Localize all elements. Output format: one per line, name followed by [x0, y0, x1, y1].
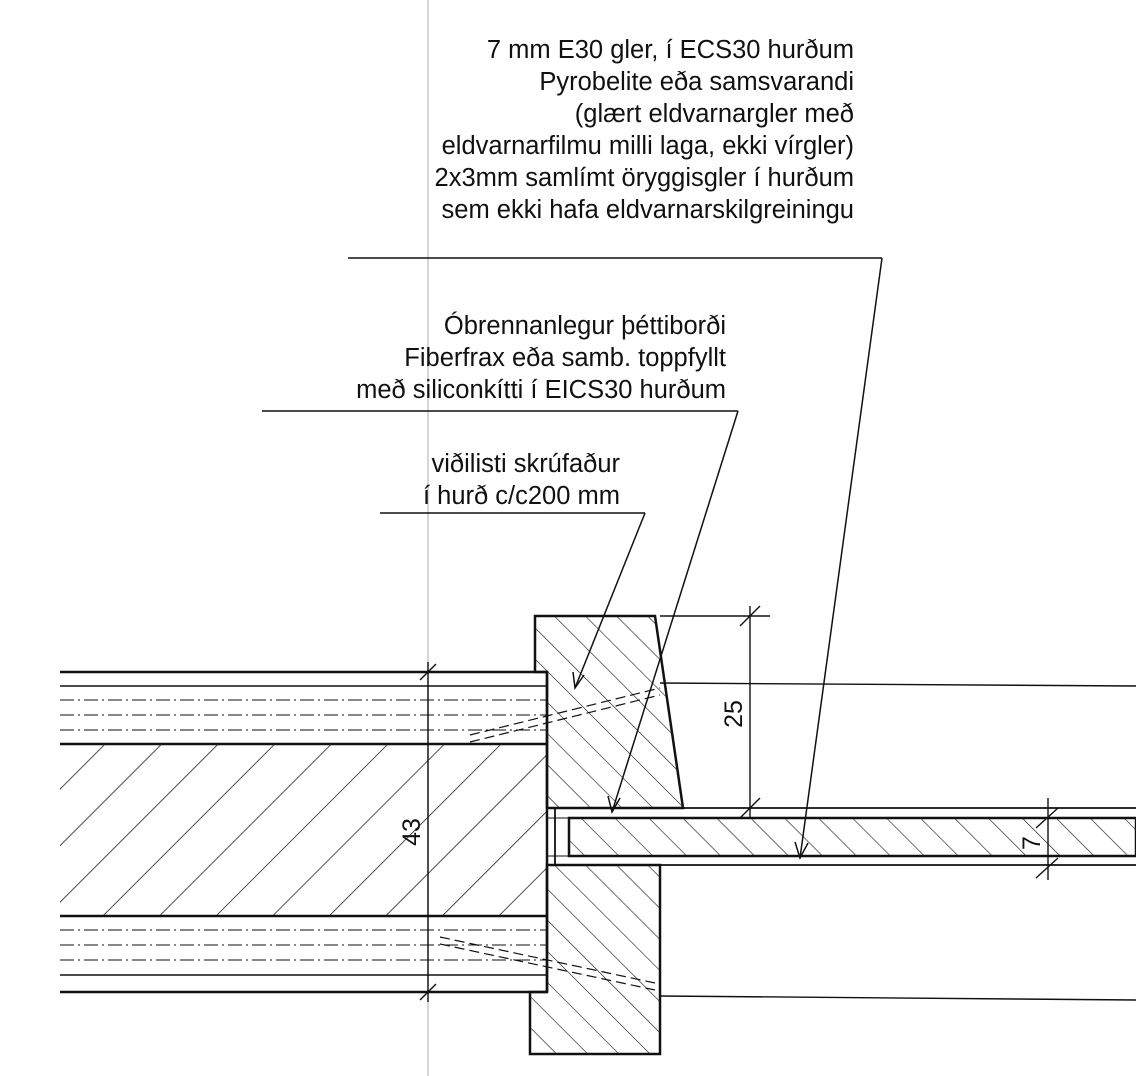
door-bottom-skin — [60, 914, 547, 994]
bead-screws — [439, 687, 661, 991]
door-top-skin — [60, 670, 547, 746]
note-glass-specification: 7 mm E30 gler, í ECS30 hurðum Pyrobelite… — [435, 34, 854, 226]
dimension-glass-thickness — [1035, 798, 1060, 880]
note-glass-line: eldvarnarfilmu milli laga, ekki vírgler) — [441, 132, 854, 160]
leader-bead — [380, 512, 646, 691]
note-bead-line: viðilisti skrúfaður — [431, 450, 620, 478]
leader-glass — [348, 257, 883, 860]
note-seal-line: Óbrennanlegur þéttiborði — [443, 312, 726, 340]
door-leaf — [60, 670, 549, 994]
note-seal-specification: Óbrennanlegur þéttiborði Fiberfrax eða s… — [356, 310, 726, 406]
note-glass-line: sem ekki hafa eldvarnarskilgreiningu — [441, 196, 854, 224]
dimension-door-thickness — [419, 662, 437, 1002]
note-seal-line: Fiberfrax eða samb. toppfyllt — [404, 344, 726, 372]
note-glass-line: (glært eldvarnargler með — [574, 100, 854, 128]
note-glass-line: Pyrobelite eða samsvarandi — [539, 68, 854, 96]
glass-pane — [567, 816, 1136, 858]
dimension-bead-overhang-label: 25 — [720, 700, 748, 728]
note-seal-line: með siliconkítti í EICS30 hurðum — [356, 376, 726, 404]
note-bead-specification: viðilisti skrúfaður í hurð c/c200 mm — [423, 448, 620, 512]
dimension-door-thickness-label: 43 — [398, 818, 426, 846]
dimension-bead-overhang — [660, 605, 770, 819]
reference-line-bottom — [659, 995, 1136, 1001]
leader-seal — [262, 410, 739, 814]
note-bead-line: í hurð c/c200 mm — [423, 482, 620, 510]
note-glass-line: 7 mm E30 gler, í ECS30 hurðum — [486, 36, 854, 64]
note-glass-line: 2x3mm samlímt öryggisgler í hurðum — [434, 164, 854, 192]
glazing-bead-bottom — [528, 863, 662, 1056]
reference-line-top — [659, 682, 1136, 687]
glazing-bead-top — [533, 614, 685, 810]
dimension-glass-thickness-label: 7 — [1018, 836, 1046, 850]
door-core-hatch — [60, 744, 547, 916]
